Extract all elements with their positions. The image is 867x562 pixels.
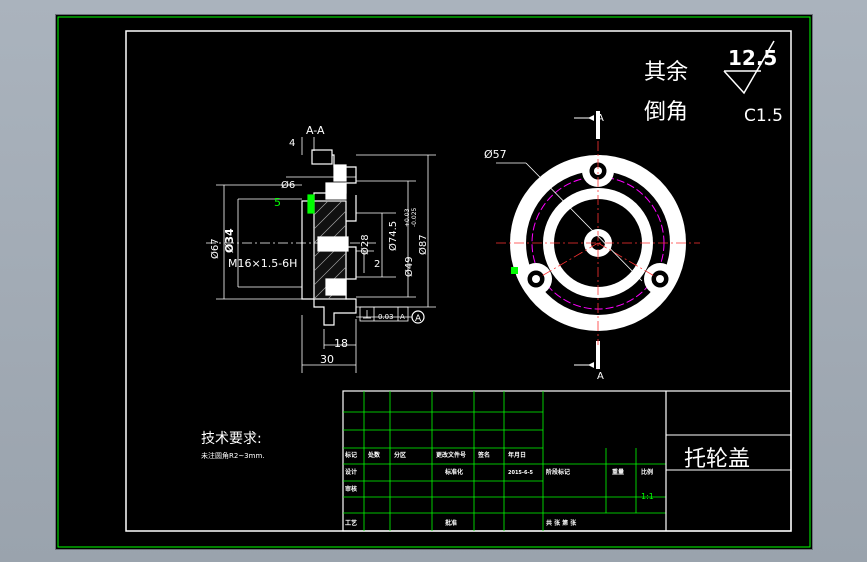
dim-6: Ø6	[281, 179, 295, 191]
tech-req-line1: 未注圆角R2~3mm.	[201, 451, 265, 460]
dim-87: Ø87	[417, 234, 429, 255]
scale-value: 1:1	[641, 492, 654, 501]
dim-18: 18	[334, 337, 348, 350]
part-name: 托轮盖	[684, 447, 750, 472]
svg-text:批准: 批准	[445, 519, 457, 527]
dim-67: Ø67	[209, 238, 221, 259]
note-chamfer-label: 倒角	[644, 100, 688, 125]
svg-text:更改文件号: 更改文件号	[436, 451, 466, 459]
svg-text:重量: 重量	[612, 468, 624, 476]
section-view: A-A	[206, 124, 436, 373]
outer-frame	[57, 16, 811, 548]
dim-34: Ø34	[223, 228, 236, 253]
cut-label-top: A	[597, 113, 604, 124]
tolerance-datum: A	[400, 313, 405, 321]
dim-5: 5	[274, 196, 281, 209]
chamfer-value: C1.5	[744, 106, 783, 126]
dim-2: 2	[374, 259, 380, 270]
title-block-labels: 标记 处数 分区 更改文件号 签名 年月日 设计 标准化 2015-6-5 阶段…	[344, 451, 653, 527]
drawing-canvas: 12.5 其余 倒角 C1.5 A-A	[57, 16, 811, 548]
dim-thread: M16×1.5-6H	[228, 257, 297, 270]
svg-text:共 张 第 张: 共 张 第 张	[546, 519, 577, 527]
title-block	[342, 390, 792, 532]
svg-text:处数: 处数	[367, 451, 381, 459]
surface-finish-symbol: 12.5	[723, 40, 777, 95]
note-rest: 其余	[644, 60, 688, 85]
svg-text:比例: 比例	[641, 468, 653, 476]
svg-text:12.5: 12.5	[728, 46, 777, 70]
tech-req-title: 技术要求:	[201, 431, 262, 447]
section-label: A-A	[306, 124, 325, 137]
svg-text:阶段标记: 阶段标记	[546, 468, 570, 476]
dim-30: 30	[320, 353, 334, 366]
dim-49: Ø49	[403, 256, 415, 277]
svg-text:工艺: 工艺	[345, 519, 357, 527]
dim-tol-plus: +0.03	[404, 208, 411, 227]
svg-text:审核: 审核	[345, 485, 357, 493]
dim-tol-minus: -0.025	[411, 207, 418, 227]
svg-text:分区: 分区	[394, 451, 406, 459]
section-dimensions: 4 Ø6 5 Ø67 Ø34 M16×1.5-6H Ø28 Ø74.5 +0.0…	[209, 138, 429, 366]
svg-text:签名: 签名	[477, 451, 490, 459]
front-view	[496, 111, 700, 369]
dim-4: 4	[289, 138, 295, 149]
svg-text:年月日: 年月日	[508, 451, 526, 459]
svg-text:标记: 标记	[344, 451, 357, 459]
svg-text:设计: 设计	[345, 468, 357, 476]
dim-57: Ø57	[484, 148, 507, 161]
dim-74-5: Ø74.5	[387, 221, 399, 251]
cad-viewport[interactable]: 12.5 其余 倒角 C1.5 A-A	[55, 14, 813, 550]
cut-label-bottom: A	[597, 371, 604, 382]
datum-symbol-label: A	[415, 314, 422, 324]
svg-text:标准化: 标准化	[444, 468, 463, 476]
tolerance-value: 0.03	[378, 313, 394, 321]
dim-28: Ø28	[359, 234, 371, 255]
svg-text:2015-6-5: 2015-6-5	[508, 470, 534, 476]
